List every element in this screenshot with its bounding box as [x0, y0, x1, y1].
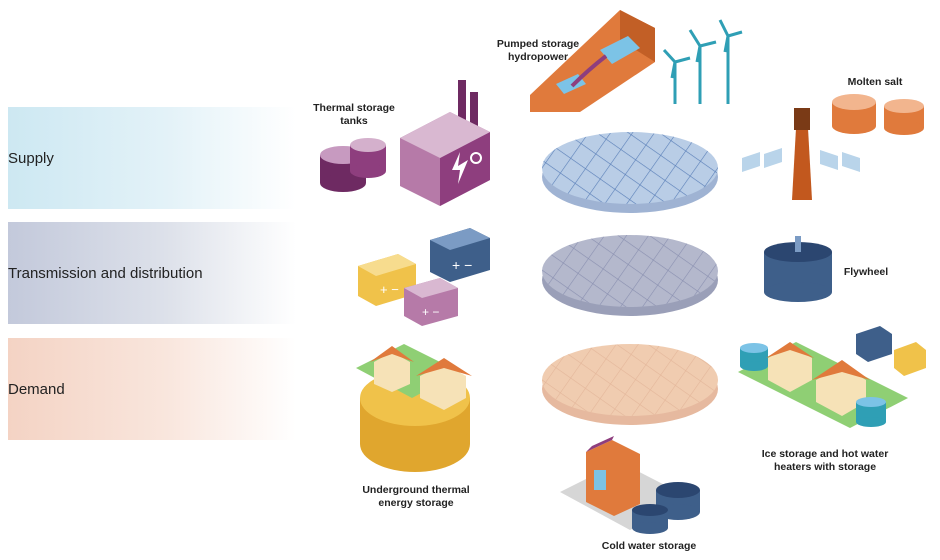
ice-storage-hot-water-icon: [738, 326, 926, 428]
label-molten-salt: Molten salt: [847, 76, 903, 88]
label-ice-storage-line1: Ice storage and hot water: [761, 448, 889, 460]
wind-turbines-icon: [662, 19, 743, 104]
solar-tower-icon: [742, 108, 860, 200]
thermal-storage-tanks-icon: [320, 138, 386, 192]
grid-disc-demand: [542, 344, 718, 425]
row-label-supply: Supply: [8, 149, 54, 167]
row-demand: Demand: [8, 338, 296, 440]
svg-text:+ −: + −: [452, 257, 472, 273]
molten-salt-tanks-icon: [832, 94, 924, 135]
row-supply: Supply: [8, 107, 296, 209]
cold-water-storage-icon: [560, 436, 700, 534]
flywheel-icon: [764, 236, 832, 302]
label-underground-line2: energy storage: [378, 497, 454, 509]
label-underground: Underground thermal energy storage: [346, 484, 486, 510]
label-thermal-tanks-line2: tanks: [340, 115, 368, 127]
svg-text:+ −: + −: [422, 305, 439, 319]
label-flywheel: Flywheel: [843, 266, 889, 278]
label-thermal-tanks-line1: Thermal storage: [313, 102, 395, 114]
row-label-demand: Demand: [8, 380, 65, 398]
grid-disc-transmission: [542, 235, 718, 316]
label-thermal-tanks: Thermal storage tanks: [306, 102, 402, 128]
underground-thermal-storage-icon: [356, 344, 472, 472]
batteries-icon: + − + − + −: [358, 228, 490, 326]
label-pumped-storage-line2: hydropower: [507, 51, 569, 63]
row-transmission: Transmission and distribution: [8, 222, 296, 324]
label-pumped-storage-line1: Pumped storage: [496, 38, 580, 50]
factory-icon: [400, 80, 490, 206]
svg-text:+ −: + −: [380, 282, 399, 297]
label-ice-storage-line2: heaters with storage: [773, 461, 877, 473]
label-pumped-storage: Pumped storage hydropower: [488, 38, 588, 64]
label-cold-water: Cold water storage: [601, 540, 697, 552]
pumped-storage-hydropower-icon: [530, 10, 655, 112]
label-ice-storage: Ice storage and hot water heaters with s…: [750, 448, 900, 474]
grid-disc-supply: [542, 132, 718, 213]
row-label-transmission: Transmission and distribution: [8, 264, 203, 282]
label-underground-line1: Underground thermal: [362, 484, 470, 496]
